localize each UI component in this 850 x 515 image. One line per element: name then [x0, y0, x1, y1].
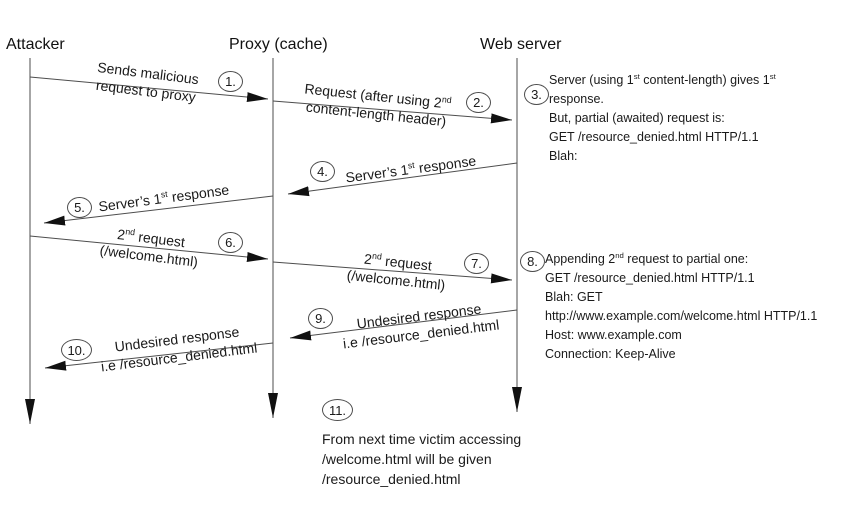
arrow-5-proxy-to-attacker — [43, 195, 274, 226]
note-8-line-1: Appending 2nd request to partial one: — [545, 250, 749, 266]
arrow-1-attacker-to-proxy — [29, 76, 269, 103]
arrow-6-attacker-to-proxy — [29, 235, 269, 262]
step-7-badge: 7. — [464, 253, 489, 274]
step-11-badge: 11. — [322, 399, 353, 421]
step-8-badge: 8. — [520, 251, 545, 272]
note-step-11: From next time victim accessing /welcome… — [322, 431, 522, 487]
step-5-badge: 5. — [67, 197, 92, 218]
note-3-line-1: Server (using 1st content-length) gives … — [549, 71, 776, 87]
arrow-10-proxy-to-attacker — [44, 342, 274, 371]
note-step-3: Server (using 1st content-length) gives … — [549, 71, 776, 163]
step-4-badge: 4. — [310, 161, 335, 182]
step-9-badge: 9. — [308, 308, 333, 329]
step-6-badge: 6. — [218, 232, 243, 253]
arrow-9-webserver-to-proxy — [289, 309, 518, 341]
actor-attacker: Attacker — [6, 36, 65, 53]
step-10-badge: 10. — [61, 339, 92, 361]
actor-webserver: Web server — [480, 36, 562, 53]
step-1-badge: 1. — [218, 71, 243, 92]
step-3-badge: 3. — [524, 84, 549, 105]
arrow-4-webserver-to-proxy — [287, 162, 518, 197]
arrow-2-proxy-to-webserver — [272, 100, 513, 124]
note-step-8: Appending 2nd request to partial one: GE… — [545, 250, 818, 361]
step-2-badge: 2. — [466, 92, 491, 113]
actor-proxy: Proxy (cache) — [229, 36, 328, 53]
arrow-7-proxy-to-webserver — [272, 261, 513, 284]
